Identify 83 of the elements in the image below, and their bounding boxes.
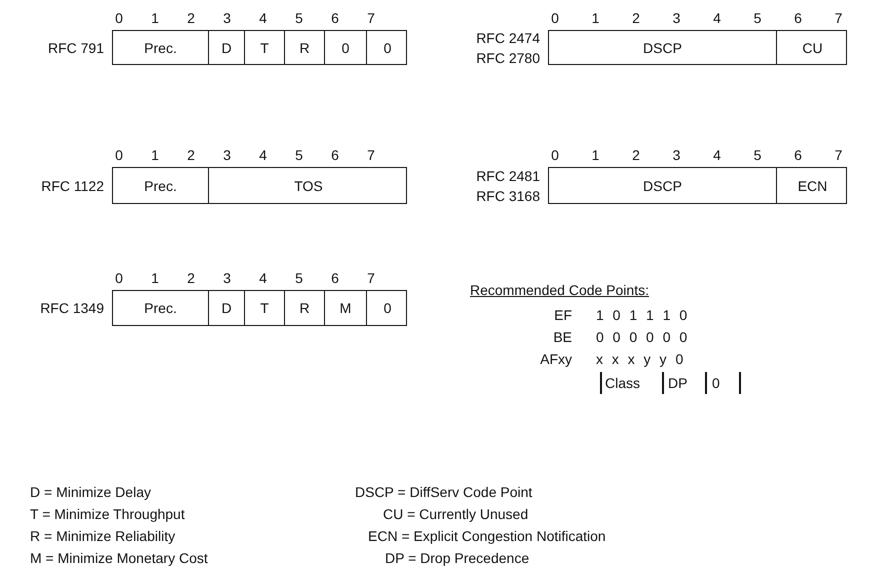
bit-field-cell: R xyxy=(284,31,324,64)
bit-field-cell: R xyxy=(284,291,324,325)
bit-number: 3 xyxy=(672,9,680,27)
bit-field-cell: T xyxy=(244,291,284,325)
bit-number: 0 xyxy=(115,269,123,287)
bit-number: 3 xyxy=(223,146,231,164)
abbreviation-note: CU = Currently Unused xyxy=(383,505,528,523)
bit-field-cell: Prec. xyxy=(113,31,208,64)
bit-number: 7 xyxy=(367,9,375,27)
bit-number: 2 xyxy=(187,146,195,164)
code-point-name: EF xyxy=(554,306,572,324)
bit-number: 1 xyxy=(151,269,159,287)
bit-number: 2 xyxy=(187,9,195,27)
bit-field-cell: Prec. xyxy=(113,291,208,325)
bit-number: 6 xyxy=(331,146,339,164)
abbreviation-note: DSCP = DiffServ Code Point xyxy=(355,483,532,501)
bit-number: 4 xyxy=(259,269,267,287)
bit-number: 2 xyxy=(632,146,640,164)
bit-field-cell: D xyxy=(208,31,244,64)
bit-number: 7 xyxy=(367,269,375,287)
bit-group-label: 0 xyxy=(712,374,720,392)
code-point-name: AFxy xyxy=(540,350,572,368)
abbreviation-note: DP = Drop Precedence xyxy=(385,549,530,567)
bit-number: 1 xyxy=(151,146,159,164)
bit-field-cell: CU xyxy=(776,31,848,64)
code-points-heading: Recommended Code Points: xyxy=(470,281,649,299)
bit-number: 1 xyxy=(592,9,600,27)
bit-number: 5 xyxy=(295,146,303,164)
bit-number: 5 xyxy=(754,146,762,164)
code-point-bits: 1 0 1 1 1 0 xyxy=(596,306,688,324)
bit-number: 4 xyxy=(259,9,267,27)
bit-number: 0 xyxy=(551,146,559,164)
bit-field-cell: D xyxy=(208,291,244,325)
abbreviation-note: R = Minimize Reliability xyxy=(30,527,176,545)
abbreviation-note: M = Minimize Monetary Cost xyxy=(30,549,208,567)
abbreviation-note: D = Minimize Delay xyxy=(30,483,151,501)
code-point-bits: x x x y y 0 xyxy=(596,350,684,368)
bit-number: 6 xyxy=(794,9,802,27)
bit-number: 4 xyxy=(713,146,721,164)
rfc-label: RFC 791 xyxy=(48,38,104,58)
bit-group-label: DP xyxy=(668,374,688,392)
bit-number: 3 xyxy=(672,146,680,164)
bit-number: 0 xyxy=(115,146,123,164)
bit-field-cell: DSCP xyxy=(549,168,776,203)
bit-number: 5 xyxy=(295,269,303,287)
bit-number: 6 xyxy=(331,9,339,27)
bit-number: 6 xyxy=(794,146,802,164)
bit-number: 0 xyxy=(551,9,559,27)
bit-group-label: Class xyxy=(605,374,640,392)
bit-number: 2 xyxy=(632,9,640,27)
abbreviation-note: T = Minimize Throughput xyxy=(30,505,185,523)
code-point-bits: 0 0 0 0 0 0 xyxy=(596,328,688,346)
bit-field-cell: M xyxy=(324,291,366,325)
bit-field-cell: TOS xyxy=(208,168,408,203)
bit-number: 5 xyxy=(295,9,303,27)
bit-number: 1 xyxy=(151,9,159,27)
bit-number: 3 xyxy=(223,9,231,27)
bit-field-cell: ECN xyxy=(776,168,848,203)
rfc-label: RFC 2481 xyxy=(476,166,540,186)
bit-number: 5 xyxy=(754,9,762,27)
rfc-label: RFC 1122 xyxy=(41,176,104,196)
bit-number: 7 xyxy=(367,146,375,164)
bit-number: 6 xyxy=(331,269,339,287)
bit-number: 7 xyxy=(834,9,842,27)
bit-number: 4 xyxy=(259,146,267,164)
bit-number: 4 xyxy=(713,9,721,27)
bit-number: 0 xyxy=(115,9,123,27)
rfc-label: RFC 1349 xyxy=(40,299,104,318)
rfc-label: RFC 3168 xyxy=(476,186,540,206)
code-point-name: BE xyxy=(553,328,572,346)
bit-number: 1 xyxy=(592,146,600,164)
bit-field-cell: T xyxy=(244,31,284,64)
bit-number: 2 xyxy=(187,269,195,287)
bit-number: 3 xyxy=(223,269,231,287)
rfc-label: RFC 2474 xyxy=(476,28,540,48)
bit-number: 7 xyxy=(834,146,842,164)
bit-field-cell: 0 xyxy=(366,31,408,64)
bit-field-cell: DSCP xyxy=(549,31,776,64)
bit-field-cell: 0 xyxy=(366,291,408,325)
abbreviation-note: ECN = Explicit Congestion Notification xyxy=(368,527,606,545)
rfc-label: RFC 2780 xyxy=(476,48,540,68)
bit-field-cell: 0 xyxy=(324,31,366,64)
bit-field-cell: Prec. xyxy=(113,168,208,203)
